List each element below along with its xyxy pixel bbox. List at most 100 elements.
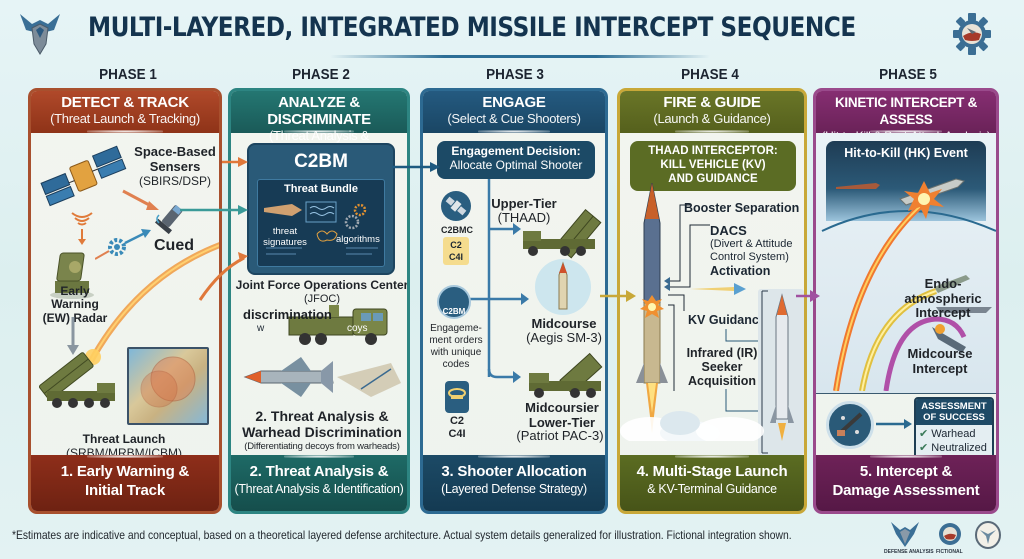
- threat-map: [127, 347, 209, 425]
- fictional-gear-logo-icon: [938, 520, 962, 548]
- phase-3-label: PHASE 3: [486, 66, 544, 83]
- midcourse-title: Midcourse: [531, 316, 597, 331]
- c2bm-badge: C2BM: [437, 285, 471, 319]
- phase-2-label: PHASE 2: [292, 66, 350, 83]
- winged-shield-icon: [18, 10, 62, 56]
- phase-2-title: ANALYZE & DISCRIMINATE: [267, 94, 371, 128]
- kv-guidance-label: KV Guidance: [688, 313, 766, 327]
- kill-vehicle-icon: [758, 289, 804, 455]
- assessment-box: ASSESSMENT OF SUCCESS ✔ Warhead ✔ Neutra…: [914, 397, 994, 459]
- dacs-label: DACS: [710, 223, 747, 238]
- phase-4-subtitle: (Launch & Guidance): [653, 111, 771, 126]
- phase-4-header: FIRE & GUIDE (Launch & Guidance): [620, 91, 804, 133]
- radar-icon: [47, 249, 97, 299]
- jfoc-title: Joint Force Operations Center: [235, 278, 409, 292]
- lower-tier-title: Midcoursier Lower-Tier: [525, 400, 599, 430]
- phase-2-header: ANALYZE & DISCRIMINATE (Threat Analysis …: [231, 91, 407, 159]
- debris-assessment-icon: [826, 401, 874, 449]
- phase-4-title: FIRE & GUIDE: [663, 94, 761, 111]
- c2bm-title: C2BM: [294, 151, 348, 172]
- upper-tier-title: Upper-Tier: [491, 196, 557, 211]
- cued-label: Cued: [154, 237, 194, 254]
- round-emblem-logo-icon: [974, 520, 1002, 550]
- assessment-check-1: ✔ Warhead: [919, 428, 976, 440]
- phase-5-footer: 5. Intercept & Damage Assessment: [816, 455, 996, 511]
- threat-launch-title: Threat Launch: [82, 432, 166, 446]
- defense-analysis-logo-icon: [890, 520, 920, 548]
- decoys-label: coys: [347, 323, 368, 334]
- phase-4-footer: 4. Multi-Stage Launch & KV-Terminal Guid…: [620, 455, 804, 511]
- check-icon: ✔: [919, 428, 929, 440]
- launch-cloud: [620, 401, 770, 441]
- patriot-launcher-icon: [527, 349, 605, 399]
- phase-2-footer: 2. Threat Analysis & (Threat Analysis & …: [231, 455, 407, 511]
- phase-5-panel: KINETIC INTERCEPT & ASSESS (Hit-to-Kill …: [813, 88, 999, 514]
- analysis-subtitle: (Differentiating decoys from warheads): [244, 441, 400, 452]
- ew-radar-title: Early Warning (EW) Radar: [42, 284, 108, 325]
- phase-1-header: DETECT & TRACK (Threat Launch & Tracking…: [31, 91, 219, 133]
- command-truck-icon: [283, 303, 393, 347]
- c2bm-box: C2BM Threat Bundle threat signatures alg…: [247, 143, 395, 275]
- fictional-caption: FICTIONAL: [936, 549, 963, 555]
- missile-launcher-icon: [39, 343, 119, 413]
- dacs-subtitle: (Divert & Attitude Control System): [710, 238, 793, 263]
- kv-thrust-icon: [690, 281, 750, 297]
- phase-1-title: DETECT & TRACK: [61, 94, 189, 111]
- data-link-icon: [445, 381, 469, 413]
- phase-3-subtitle: (Select & Cue Shooters): [447, 111, 581, 126]
- page-title: MULTI-LAYERED, INTEGRATED MISSILE INTERC…: [88, 12, 856, 43]
- thaad-interceptor-box: THAAD INTERCEPTOR: KILL VEHICLE (KV) AND…: [630, 141, 796, 191]
- phase-1-footer: 1. Early Warning & Initial Track: [31, 455, 219, 511]
- cruise-missile-icon: [241, 353, 407, 403]
- sm3-missile-icon: [535, 259, 591, 315]
- down-arrow-icon: [65, 317, 81, 357]
- midcourse-intercept-label: Midcourse Intercept: [907, 346, 973, 376]
- check-icon: ✔: [919, 442, 929, 454]
- hk-event-title: Hit-to-Kill (HK) Event: [844, 146, 968, 160]
- phase-3-footer: 3. Shooter Allocation (Layered Defense S…: [423, 455, 605, 511]
- phase-1-panel: DETECT & TRACK (Threat Launch & Tracking…: [28, 88, 222, 514]
- jfoc-subtitle: (JFOC): [303, 293, 341, 305]
- phase-4-label: PHASE 4: [681, 66, 739, 83]
- header: MULTI-LAYERED, INTEGRATED MISSILE INTERC…: [0, 0, 1024, 62]
- phase-5-label: PHASE 5: [879, 66, 937, 83]
- title-underline: [330, 55, 710, 58]
- allocation-flow-lines: [467, 179, 529, 383]
- midcourse-subtitle: (Aegis SM-3): [526, 330, 602, 345]
- activation-label: Activation: [710, 264, 771, 278]
- lower-tier-subtitle: (Patriot PAC-3): [516, 428, 604, 443]
- c2-c4i-badge: C2 C4I: [443, 237, 469, 265]
- phase-4-panel: FIRE & GUIDE (Launch & Guidance) THAAD I…: [617, 88, 807, 514]
- discrimination-label: discrimination: [243, 307, 332, 322]
- tracking-sensor-icon: [153, 201, 189, 237]
- gear-link-icon: [95, 227, 155, 267]
- phase-1-label: PHASE 1: [99, 66, 157, 83]
- intercept-trajectories: [821, 178, 996, 391]
- phase-5-title: KINETIC INTERCEPT & ASSESS: [834, 95, 978, 127]
- threat-bundle-graphic: [264, 201, 378, 255]
- engagement-decision-box: Engagement Decision: Allocate Optimal Sh…: [437, 141, 595, 179]
- threat-bundle-title: Threat Bundle: [284, 183, 358, 195]
- thaad-interceptor-icon: [632, 183, 672, 473]
- analysis-title: 2. Threat Analysis & Warhead Discriminat…: [242, 408, 402, 440]
- algorithms-label: algorithms: [336, 234, 380, 245]
- space-sensors-subtitle: (SBIRS/DSP): [138, 174, 211, 188]
- phase-1-subtitle: (Threat Launch & Tracking): [50, 111, 200, 126]
- c2bmc-label: C2BMC: [440, 225, 473, 235]
- endo-intercept-label: Endo-atmospheric Intercept: [904, 276, 982, 321]
- defense-analysis-caption: DEFENSE ANALYSIS: [884, 549, 934, 555]
- assessment-arrow: [876, 419, 912, 429]
- engagement-orders-label: Engageme- ment orders with unique codes: [429, 323, 483, 370]
- guidance-callout-lines: [664, 204, 710, 391]
- threat-bundle-panel: Threat Bundle threat signatures algorith…: [257, 179, 385, 267]
- gear-emblem-icon: [952, 12, 992, 56]
- phase-3-panel: ENGAGE (Select & Cue Shooters) Engagemen…: [420, 88, 608, 514]
- threat-signatures-label: threat signatures: [263, 226, 307, 248]
- assessment-check-2: ✔ Neutralized: [919, 442, 987, 454]
- satellite-icon: [39, 143, 127, 207]
- thaad-launcher-icon: [519, 203, 603, 259]
- ir-seeker-label: Infrared (IR) Seeker Acquisition: [686, 346, 758, 388]
- phase-3-header: ENGAGE (Select & Cue Shooters): [423, 91, 605, 133]
- booster-separation-label: Booster Separation: [684, 201, 800, 215]
- signal-waves-icon: [67, 209, 97, 249]
